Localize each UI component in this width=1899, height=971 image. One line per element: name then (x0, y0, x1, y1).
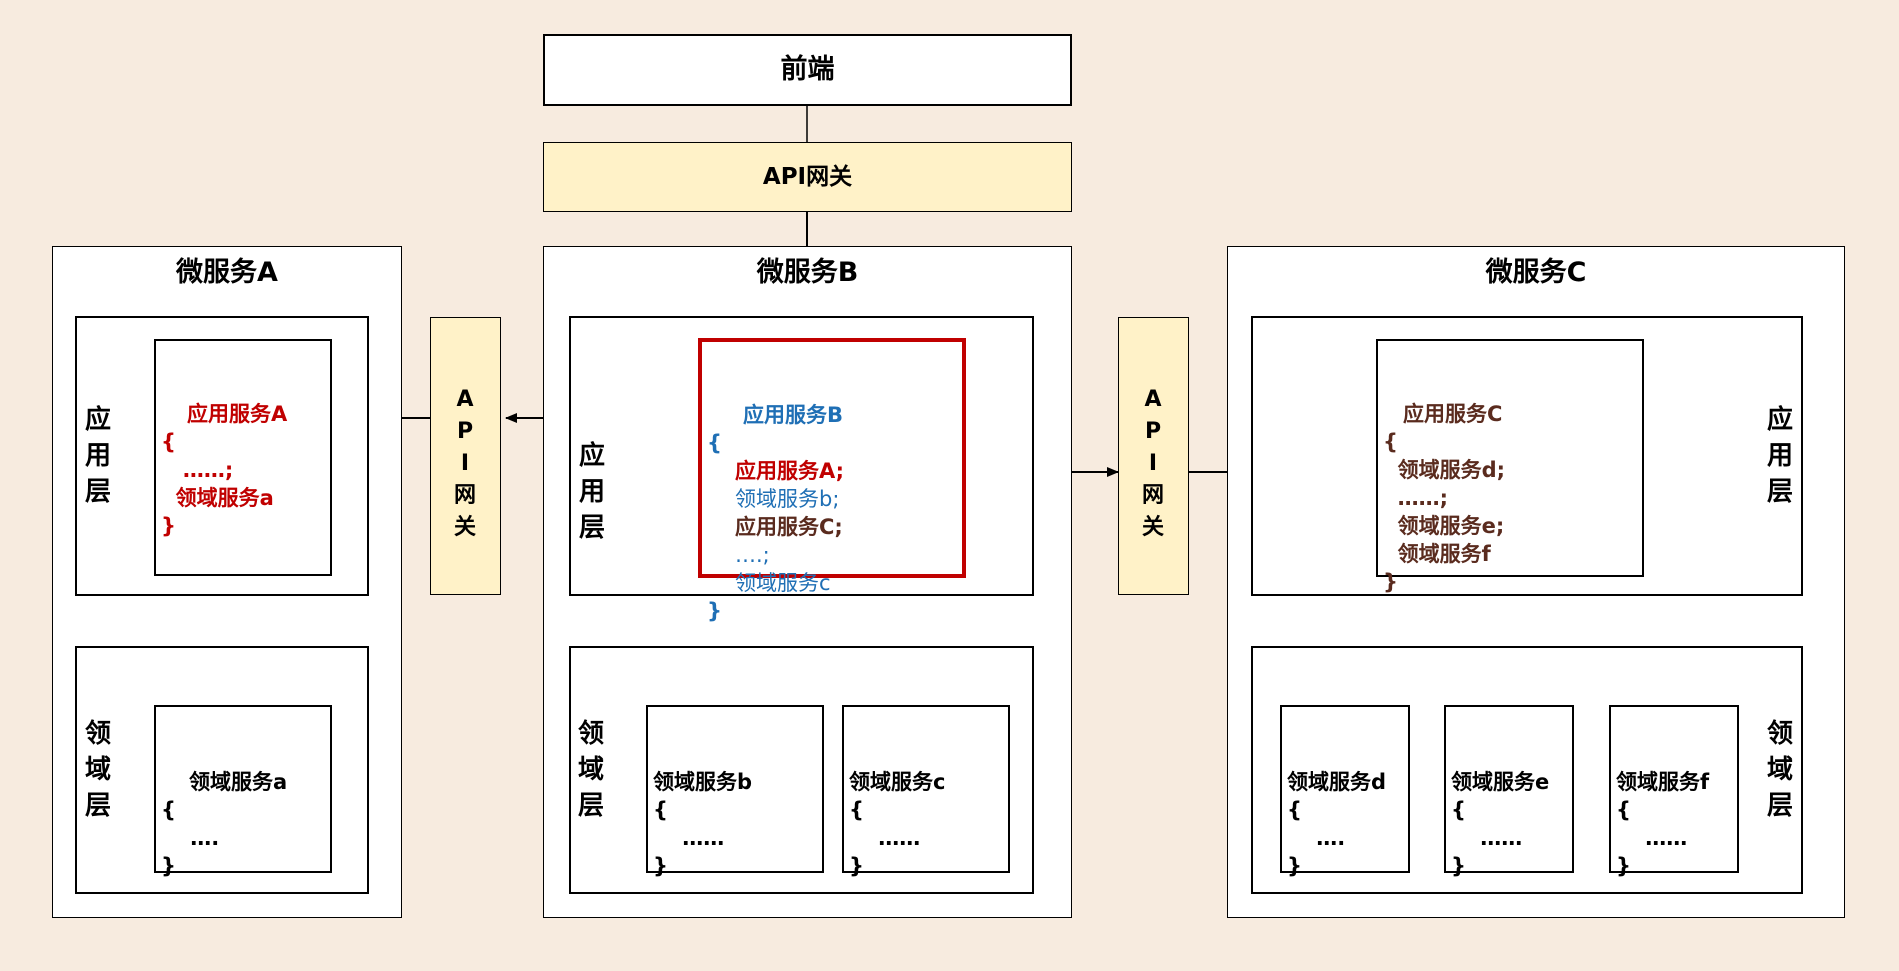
app-service-b-box (698, 338, 966, 578)
domain-service-d-text: 领域服务d{ ….} (1287, 770, 1387, 878)
app-service-a-text: 应用服务A{ ……; 领域服务a} (161, 402, 288, 538)
microservice-a-title: 微服务A (176, 257, 278, 288)
domain-service-f-text: 领域服务f{ ……} (1616, 770, 1710, 878)
domain-service-e-text: 领域服务e{ ……} (1451, 770, 1550, 878)
ms-b-domain-layer-label: 领域层 (577, 719, 604, 821)
domain-service-b-box (646, 705, 824, 873)
api-gateway-top-label: API网关 (762, 164, 853, 190)
domain-service-b-text: 领域服务b{ ……} (653, 770, 753, 878)
app-service-a-box (154, 339, 332, 576)
ms-a-domain-layer-label: 领域层 (84, 719, 111, 821)
domain-service-d-box (1280, 705, 1410, 873)
frontend-box: 前端 (543, 34, 1072, 106)
api-gateway-top: API网关 (543, 142, 1072, 212)
domain-service-e-box (1444, 705, 1574, 873)
domain-service-a-box (154, 705, 332, 873)
api-gateway-left (430, 317, 501, 595)
api-gateway-right (1118, 317, 1189, 595)
app-service-b-text: 应用服务B{应用服务A;领域服务b;应用服务C;….;领域服务c} (707, 403, 845, 623)
domain-service-c-box (842, 705, 1010, 873)
ms-b-app-layer-label: 应用层 (578, 441, 605, 543)
ms-c-app-layer-label: 应用层 (1766, 405, 1793, 507)
domain-service-f-box (1609, 705, 1739, 873)
frontend-label: 前端 (780, 54, 835, 85)
ms-c-domain-layer-label: 领域层 (1766, 719, 1793, 821)
microservice-b-title: 微服务B (756, 257, 859, 288)
app-service-c-text: 应用服务C{ 领域服务d; ……; 领域服务e; 领域服务f} (1383, 402, 1506, 594)
microservice-c-title: 微服务C (1485, 257, 1587, 288)
domain-service-c-text: 领域服务c{ ……} (849, 770, 946, 878)
ms-a-app-layer-label: 应用层 (84, 405, 111, 507)
domain-service-a-text: 领域服务a{ ….} (161, 770, 288, 878)
app-service-c-box (1376, 339, 1644, 577)
